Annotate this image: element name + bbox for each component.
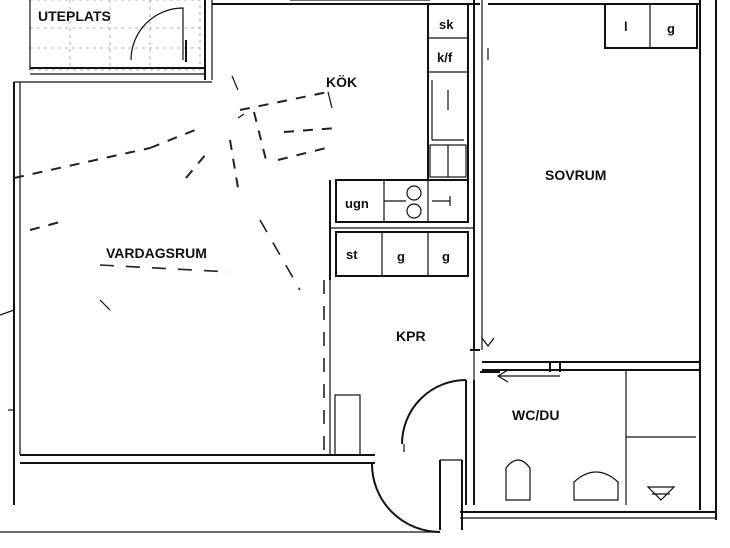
bedroom-wardrobe	[487, 3, 698, 60]
room-label-wcdu: WC/DU	[512, 407, 559, 423]
room-label-vardagsrum: VARDAGSRUM	[106, 245, 207, 261]
room-label-kok: KÖK	[326, 74, 357, 90]
furniture-sketch	[0, 75, 337, 411]
room-label-sovrum: SOVRUM	[545, 167, 606, 183]
fixture-label-wardrobe-g2: g	[442, 249, 450, 264]
fixture-label-wardrobe-st: st	[346, 247, 358, 262]
fixture-label-fridge-freezer: k/f	[437, 50, 453, 65]
room-label-kpr: KPR	[396, 328, 426, 344]
fixture-label-wardrobe-g1: g	[397, 249, 405, 264]
bathroom-fixtures	[505, 370, 696, 505]
kitchen-units	[329, 3, 474, 280]
patio	[29, 0, 213, 80]
fixture-label-bedroom-g: g	[667, 21, 675, 36]
fixture-label-bedroom-l: l	[624, 19, 628, 34]
room-label-uteplats: UTEPLATS	[38, 8, 111, 24]
fixture-label-oven: ugn	[345, 196, 369, 211]
fixture-label-sink: sk	[439, 17, 454, 32]
interior-walls	[323, 0, 700, 533]
